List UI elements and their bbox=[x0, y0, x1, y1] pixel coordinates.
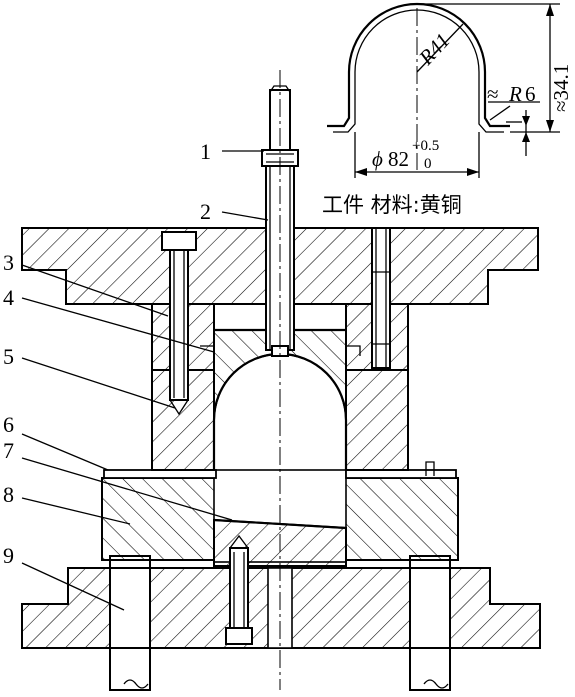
diameter-tolerance-lower: 0 bbox=[424, 156, 432, 172]
workpiece-caption: 工件 材料:黄铜 bbox=[322, 193, 462, 217]
part-label-7: 7 bbox=[3, 438, 14, 463]
fillet-radius-symbol: R bbox=[508, 82, 522, 106]
right-dowel bbox=[371, 227, 391, 369]
part-label-2: 2 bbox=[200, 199, 211, 224]
workpiece-sketch bbox=[327, 2, 560, 178]
diameter-symbol: ϕ bbox=[372, 147, 383, 171]
part-label-1: 1 bbox=[200, 139, 211, 164]
leader-lines bbox=[21, 150, 269, 611]
diameter-tolerance-upper: +0.5 bbox=[412, 138, 439, 154]
fillet-radius-value: 6 bbox=[525, 82, 536, 106]
lower-bolster bbox=[21, 567, 541, 649]
part-label-8: 8 bbox=[3, 482, 14, 507]
part-label-9: 9 bbox=[3, 543, 14, 568]
fillet-approx-symbol: ≈ bbox=[487, 82, 499, 106]
part-label-6: 6 bbox=[3, 412, 14, 437]
part-label-3: 3 bbox=[3, 250, 14, 275]
diameter-value: 82 bbox=[388, 147, 409, 171]
height-dimension: ≈34.1 bbox=[549, 64, 573, 112]
die-insert bbox=[213, 518, 347, 645]
central-ejector-rod bbox=[261, 70, 299, 690]
part-label-5: 5 bbox=[3, 344, 14, 369]
left-screw bbox=[161, 231, 197, 416]
radius-dimension: R41 bbox=[413, 28, 454, 70]
part-label-4: 4 bbox=[3, 285, 14, 310]
